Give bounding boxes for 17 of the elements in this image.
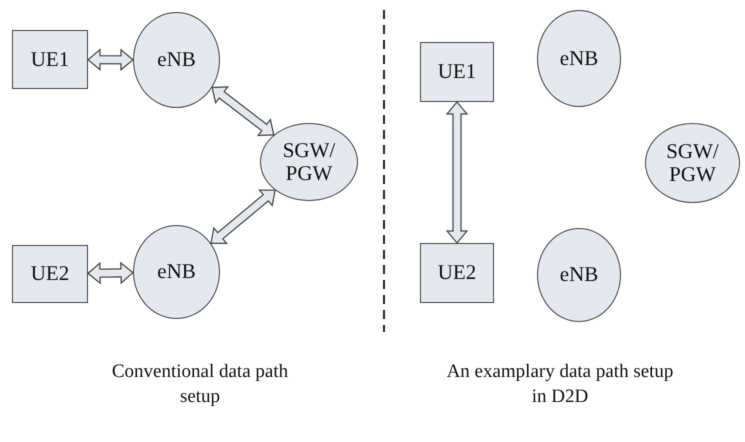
device-box: UE2: [12, 245, 88, 303]
network-node-ellipse: SGW/ PGW: [645, 123, 740, 203]
network-node-ellipse: eNB: [537, 10, 621, 107]
network-node-ellipse: eNB: [537, 228, 621, 322]
double-arrow: [87, 262, 134, 284]
double-arrow: [210, 190, 276, 244]
double-arrow: [446, 101, 468, 244]
double-arrow: [87, 48, 134, 72]
double-arrow: [211, 86, 275, 136]
device-box: UE1: [420, 42, 494, 102]
network-node-ellipse: eNB: [133, 225, 220, 319]
network-node-ellipse: eNB: [133, 12, 220, 108]
network-node-ellipse: SGW/ PGW: [260, 123, 358, 201]
device-box: UE2: [420, 243, 494, 303]
caption-text: Conventional data path setup: [110, 360, 290, 409]
caption-text: An examplary data path setup in D2D: [446, 360, 674, 409]
device-box: UE1: [12, 30, 88, 89]
